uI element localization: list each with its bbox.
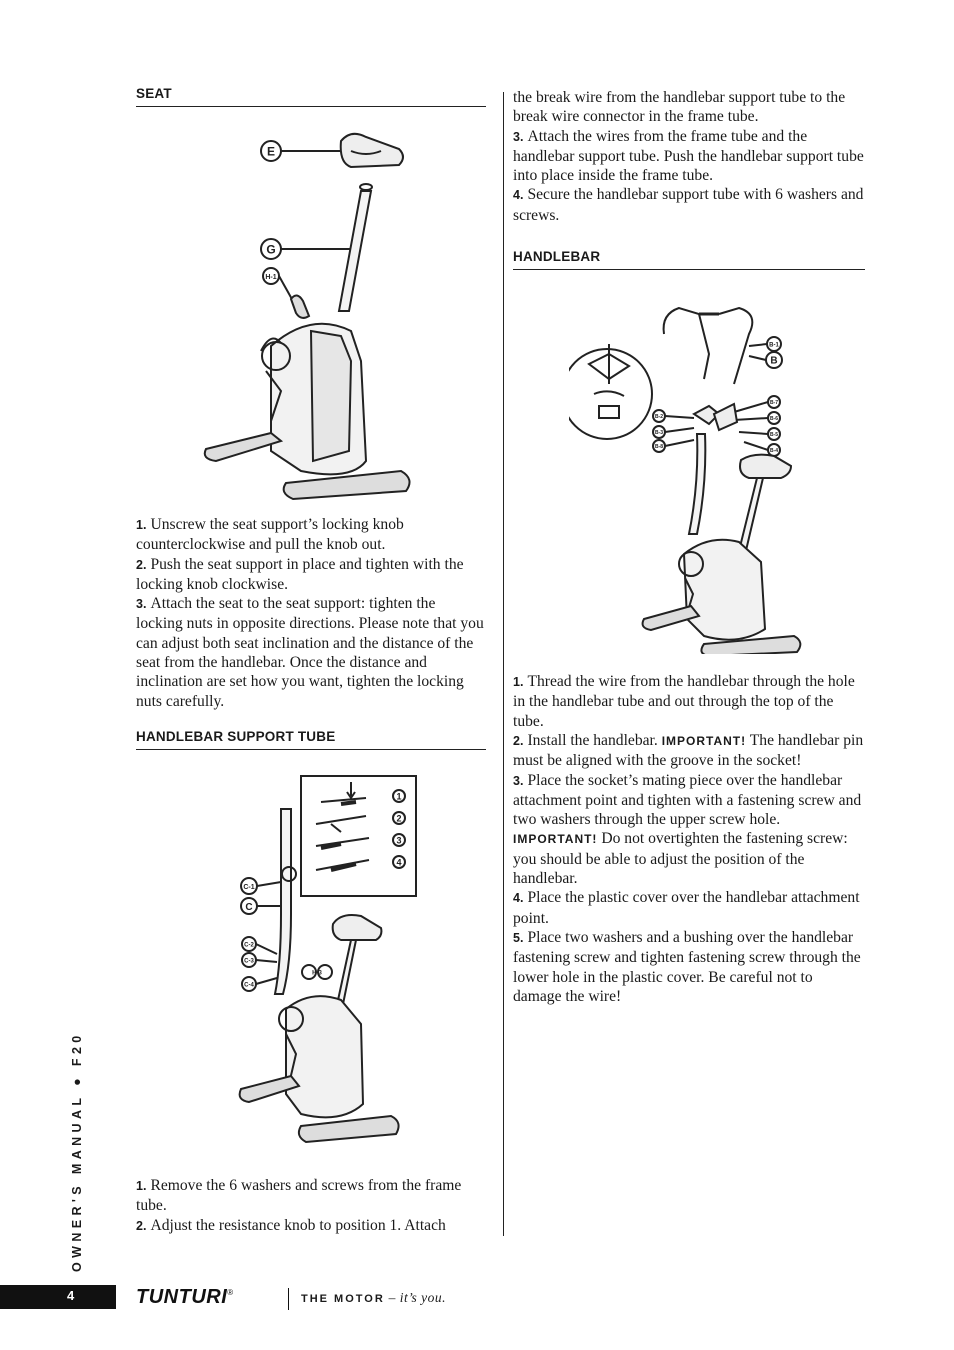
label-b8: B-8 (655, 444, 663, 450)
label-b7: B-7 (770, 400, 778, 406)
support-tube-step-1: 1.Remove the 6 washers and screws from t… (136, 1176, 462, 1215)
label-h3: H-3 (312, 970, 322, 976)
label-g: G (266, 243, 275, 257)
inset-label-3: 3 (396, 835, 401, 845)
side-running-title: OWNER'S MANUAL ● F20 (70, 1031, 84, 1272)
brand-tagline: THE MOTOR – it’s you. (301, 1290, 447, 1305)
continuation-intro: the break wire from the handlebar suppor… (513, 89, 846, 126)
section-heading-support-tube: HANDLEBAR SUPPORT TUBE (136, 729, 486, 750)
support-tube-instructions: 1.Remove the 6 washers and screws from t… (136, 1176, 486, 1236)
page-number: 4 (67, 1288, 75, 1303)
label-b1: B-1 (769, 343, 779, 349)
handlebar-instructions: 1.Thread the wire from the handlebar thr… (513, 672, 865, 1006)
column-divider (503, 92, 504, 1236)
label-c2: C-2 (244, 942, 254, 948)
label-b4: B-4 (770, 448, 778, 454)
important-label: IMPORTANT! (661, 733, 747, 748)
handlebar-step-4: 4.Place the plastic cover over the handl… (513, 889, 860, 927)
label-b: B (770, 356, 777, 367)
inset-label-4: 4 (396, 857, 401, 867)
page-number-bar: 4 (0, 1285, 116, 1309)
inset-label-2: 2 (396, 813, 401, 823)
seat-instructions: 1.Unscrew the seat support’s locking kno… (136, 515, 486, 711)
handlebar-figure: B-1 B B-7 B-6 B-5 B-4 B-2 B-3 B-8 (569, 307, 802, 655)
label-c3: C-3 (244, 958, 254, 964)
footer-separator (288, 1288, 289, 1310)
handlebar-step-3: 3.Place the socket’s mating piece over t… (513, 771, 862, 888)
support-tube-step-2: 2.Adjust the resistance knob to position… (136, 1216, 446, 1234)
label-b2: B-2 (655, 414, 663, 420)
label-c: C (245, 902, 252, 913)
support-tube-step-3: 3.Attach the wires from the frame tube a… (513, 127, 864, 185)
label-b5: B-5 (770, 432, 778, 438)
left-column: SEAT (136, 86, 486, 1236)
support-tube-step-4: 4.Secure the handlebar support tube with… (513, 186, 864, 224)
label-e: E (267, 145, 275, 159)
support-tube-figure: 1 2 3 4 C-1 C C-2 C-3 C-4 H-3 (238, 774, 417, 1143)
handlebar-step-5: 5.Place two washers and a bushing over t… (513, 928, 861, 1005)
seat-assembly-figure: E G H-1 (203, 132, 411, 501)
support-tube-continuation: the break wire from the handlebar suppor… (513, 88, 865, 225)
inset-label-1: 1 (396, 791, 401, 801)
label-h1: H-1 (265, 274, 276, 281)
section-heading-seat: SEAT (136, 86, 486, 107)
label-b6: B-6 (770, 416, 778, 422)
handlebar-step-1: 1.Thread the wire from the handlebar thr… (513, 673, 855, 730)
seat-step-2: 2.Push the seat support in place and tig… (136, 555, 464, 593)
handlebar-step-2: 2.Install the handlebar. IMPORTANT! The … (513, 731, 864, 770)
tunturi-logo: TUNTURI® (136, 1286, 234, 1308)
section-heading-handlebar: HANDLEBAR (513, 249, 865, 271)
seat-step-1: 1.Unscrew the seat support’s locking kno… (136, 516, 404, 554)
right-column: the break wire from the handlebar suppor… (513, 88, 865, 1006)
seat-step-3: 3.Attach the seat to the seat support: t… (136, 595, 484, 710)
label-c1: C-1 (243, 884, 254, 891)
label-c4: C-4 (244, 982, 254, 988)
label-b3: B-3 (655, 430, 663, 436)
important-label: IMPORTANT! (513, 832, 598, 847)
